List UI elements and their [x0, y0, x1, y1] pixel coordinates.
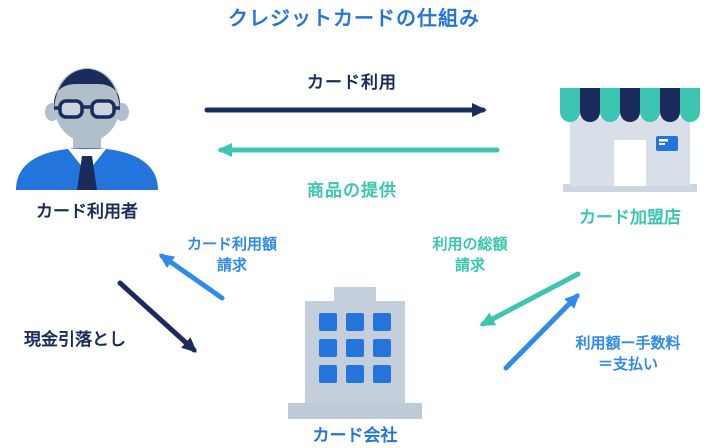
label-line-1: 利用額ー手数料	[575, 334, 681, 352]
arrow-billing-total-label: 利用の総額 請求	[400, 234, 540, 276]
arrow-payment-label: 利用額ー手数料 ＝支払い	[550, 333, 706, 375]
building-base	[288, 403, 422, 419]
face	[54, 68, 120, 142]
building-windows	[319, 313, 391, 383]
merchant-label: カード加盟店	[579, 208, 681, 228]
awning	[560, 88, 700, 122]
merchant-store-icon	[560, 88, 700, 192]
card-user-icon	[16, 68, 158, 190]
label-line-1: 利用の総額	[432, 235, 508, 253]
glasses-icon	[54, 99, 120, 119]
card-company-building-icon	[288, 287, 422, 419]
tie	[77, 156, 97, 190]
label-line-2: ＝支払い	[597, 355, 658, 373]
card-sign-mark2	[659, 143, 665, 145]
label-line-2: 請求	[216, 256, 247, 274]
arrow-debit	[117, 280, 197, 353]
arrow-debit-label: 現金引落とし	[24, 330, 126, 350]
store-base	[563, 184, 697, 192]
company-label: カード会社	[312, 426, 398, 446]
arrow-card-use-label: カード利用	[307, 73, 397, 93]
diagram-title: クレジットカードの仕組み	[228, 6, 480, 30]
store-door	[614, 140, 646, 186]
card-sign-mark	[659, 139, 668, 142]
arrow-payment	[503, 293, 580, 371]
label-line-1: カード利用額	[186, 235, 277, 253]
arrow-goods-label: 商品の提供	[307, 181, 397, 201]
arrow-billing-user	[158, 253, 225, 301]
card-user-label: カード利用者	[36, 202, 138, 222]
arrow-billing-total	[479, 271, 581, 327]
label-line-2: 請求	[454, 256, 485, 274]
arrow-billing-user-label: カード利用額 請求	[162, 234, 302, 276]
hair	[54, 69, 120, 114]
